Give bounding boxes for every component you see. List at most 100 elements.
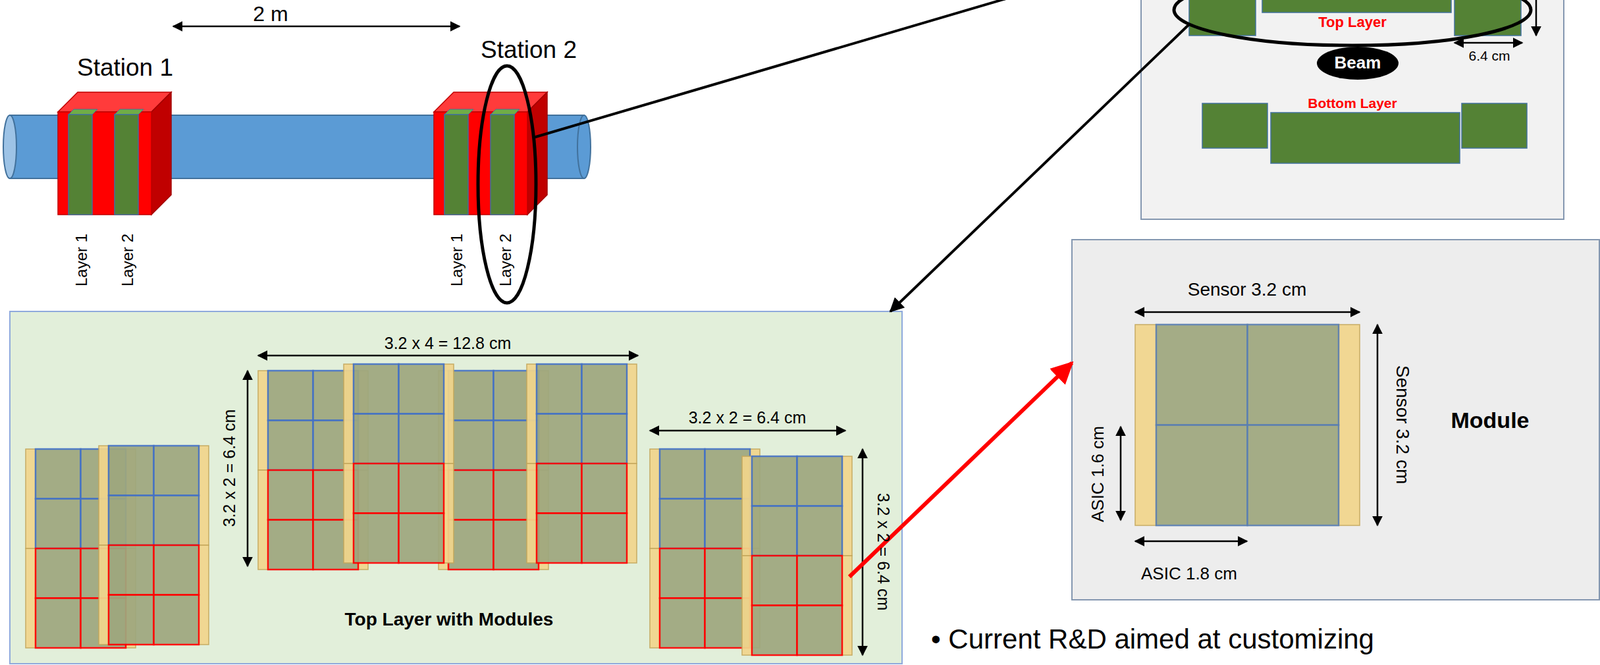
dimension-arrow xyxy=(246,370,249,567)
sensor-cell xyxy=(582,463,628,514)
sensor-cell xyxy=(353,513,400,564)
sensor-cell xyxy=(751,506,798,557)
station-title: Station 2 xyxy=(480,36,577,65)
sensor-cell xyxy=(35,449,81,500)
station-box: Station 2 xyxy=(427,29,580,218)
sensor-cell xyxy=(35,598,81,649)
note-text: • Current R&D aimed at customizing xyxy=(931,623,1375,656)
layer-label: Layer 1 xyxy=(72,233,91,287)
layer-top xyxy=(68,109,98,115)
layer-top xyxy=(114,109,144,115)
layer-top xyxy=(444,109,474,115)
asic-strip xyxy=(258,470,268,570)
asic-strip xyxy=(526,364,537,464)
sensor-block xyxy=(1262,0,1452,13)
sensor-cell xyxy=(353,364,400,415)
station-one-cube-side xyxy=(151,92,172,215)
connector xyxy=(890,70,1142,312)
sensor-cell xyxy=(448,370,494,421)
sensor-cell xyxy=(108,545,155,596)
asic-strip xyxy=(626,364,637,464)
module-panel: Top Layer with Modules xyxy=(9,311,903,664)
sensor-block xyxy=(1202,103,1268,149)
asic-strip xyxy=(842,456,853,556)
sensor-cell xyxy=(751,605,798,656)
sensor-cell xyxy=(154,445,200,496)
sensor-cell xyxy=(659,598,706,649)
asic-strip xyxy=(1338,324,1360,526)
connector xyxy=(902,362,1072,527)
layer-label: Layer 2 xyxy=(118,233,137,287)
dimension-arrow xyxy=(1454,42,1523,45)
dimension-arrow xyxy=(1535,0,1538,36)
sensor-cell xyxy=(448,520,494,571)
highlight-ellipse xyxy=(478,65,536,303)
sensor-cell xyxy=(582,364,628,415)
sensor-cell xyxy=(108,595,155,646)
detail-panel xyxy=(1071,239,1600,600)
sensor-cell xyxy=(1156,425,1248,527)
layer-top xyxy=(490,109,520,115)
sensor-cell xyxy=(35,499,81,550)
pipe-end xyxy=(3,115,17,179)
leader-line xyxy=(533,123,580,138)
leader-line xyxy=(1141,24,1190,71)
module-panel xyxy=(9,311,903,664)
sensor-cell xyxy=(582,513,628,564)
asic-strip xyxy=(1135,324,1157,526)
sensor-block xyxy=(1461,103,1527,149)
dimension-arrow xyxy=(1120,426,1122,521)
layer-label: Layer 2 xyxy=(496,233,515,287)
sensor-cell xyxy=(267,370,314,421)
dimension-arrow xyxy=(1376,324,1379,526)
asic-strip xyxy=(25,449,36,549)
asic-strip xyxy=(842,555,853,656)
asic-strip xyxy=(198,545,209,645)
sensor-cell xyxy=(536,463,583,514)
sensor-cell xyxy=(154,495,200,546)
asic-strip xyxy=(526,463,537,563)
sensor-cell xyxy=(448,470,494,521)
sensor-cell xyxy=(797,605,843,656)
asic-strip xyxy=(25,548,36,648)
sensor-cell xyxy=(751,555,798,606)
sensor-block xyxy=(1454,0,1521,36)
sensor-cell xyxy=(353,414,400,465)
highlight-ellipse xyxy=(1173,0,1531,46)
dimension: ASIC 1.6 cm xyxy=(1088,426,1109,523)
sensor-cell xyxy=(582,414,628,465)
asic-strip xyxy=(343,364,354,464)
dimension: 6.4 cm xyxy=(1468,48,1510,64)
sensor-cell xyxy=(536,364,583,415)
layer-title: Bottom Layer xyxy=(1307,95,1397,112)
sensor-cell xyxy=(267,470,314,521)
sensor-cell xyxy=(399,513,445,564)
asic-strip xyxy=(98,445,109,546)
detector-layer xyxy=(68,114,93,215)
asic-strip xyxy=(649,449,660,549)
detector-layer xyxy=(444,114,469,215)
dimension: ASIC 1.8 cm xyxy=(1141,564,1238,585)
sensor-cell xyxy=(399,414,445,465)
asic-strip xyxy=(98,545,109,645)
sensor-cell xyxy=(1247,425,1340,527)
dimension: 3.2 x 2 = 6.4 cm xyxy=(874,493,894,612)
dimension: 2 m xyxy=(252,1,288,27)
asic-strip xyxy=(742,555,752,656)
sensor-cell xyxy=(399,364,445,415)
asic-strip xyxy=(742,456,752,556)
station-title: Station 1 xyxy=(77,53,174,83)
detector-layer xyxy=(490,114,515,215)
detail-panel: Module xyxy=(1071,239,1600,600)
asic-strip xyxy=(649,548,660,648)
asic-strip xyxy=(626,463,637,563)
dimension: 3.2 x 2 = 6.4 cm xyxy=(688,408,807,428)
dimension-arrow xyxy=(258,354,639,357)
sensor-cell xyxy=(267,520,314,571)
sensor-cell xyxy=(353,463,400,514)
layout-panel: BeamTop LayerBottom Layer xyxy=(1141,0,1564,220)
dimension: 3.2 x 2 = 6.4 cm xyxy=(219,409,240,528)
dimension-arrow xyxy=(1135,540,1248,543)
sensor-cell xyxy=(751,456,798,507)
sensor-cell xyxy=(797,456,843,507)
